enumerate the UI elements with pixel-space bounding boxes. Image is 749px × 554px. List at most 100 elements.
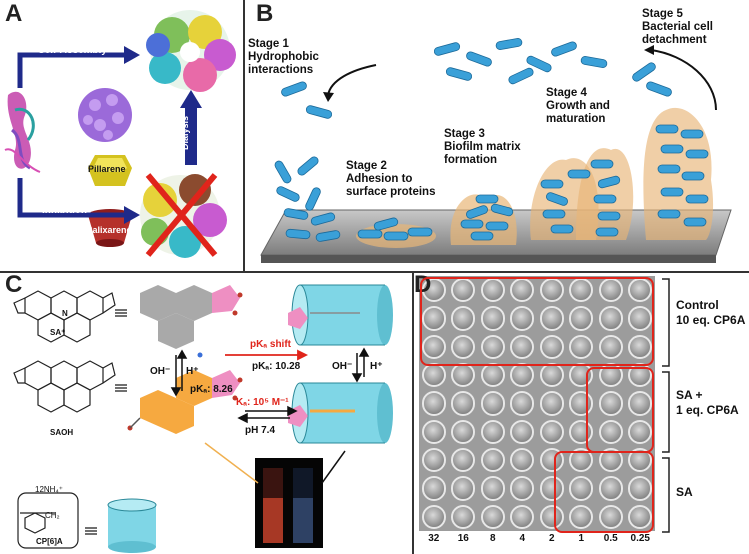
well xyxy=(451,391,476,416)
well xyxy=(598,419,623,444)
sa-plus-structure xyxy=(13,290,116,343)
h-plus-right-label: H⁺ xyxy=(370,361,383,372)
inhibition-arrow xyxy=(17,178,140,224)
well xyxy=(628,504,653,529)
equilibrium-arrows-left xyxy=(170,349,188,397)
well xyxy=(628,334,653,359)
well xyxy=(421,504,446,529)
well xyxy=(510,419,535,444)
well xyxy=(598,278,623,303)
concentration-label: 8 xyxy=(489,533,496,544)
saoh-structure xyxy=(13,360,116,413)
concentration-label: 2 xyxy=(548,533,555,544)
well xyxy=(598,391,623,416)
virus-capsid-sphere xyxy=(78,88,132,142)
well xyxy=(480,448,505,473)
well xyxy=(480,334,505,359)
well xyxy=(598,334,623,359)
well xyxy=(539,504,564,529)
concentration-label: 1 xyxy=(578,533,585,544)
stage-5-label: Stage 5 Bacterial cell detachment xyxy=(642,8,713,46)
well xyxy=(480,504,505,529)
well xyxy=(480,278,505,303)
h-plus-left-label: H⁺ xyxy=(186,366,199,377)
pka-shift-arrow xyxy=(225,349,309,361)
well xyxy=(539,306,564,331)
panel-a-graphic xyxy=(4,10,236,258)
well xyxy=(569,278,594,303)
equivalence-signs xyxy=(85,309,127,535)
well xyxy=(451,363,476,388)
well xyxy=(510,448,535,473)
biofilm-matrix-stage4 xyxy=(530,148,634,240)
cp6a-cylinder-small xyxy=(107,498,157,553)
well xyxy=(451,334,476,359)
well xyxy=(510,278,535,303)
panel-c-graphic xyxy=(13,284,393,553)
well xyxy=(451,504,476,529)
well xyxy=(421,419,446,444)
panel-a-label: A xyxy=(5,0,23,27)
well xyxy=(539,278,564,303)
row-label-sa: SA xyxy=(676,485,693,499)
pillarene-shape xyxy=(88,155,132,186)
stage-2-label: Stage 2 Adhesion to surface proteins xyxy=(346,160,436,198)
ka-label: Kₐ: 10⁵ M⁻¹ xyxy=(236,397,289,408)
well xyxy=(569,504,594,529)
bacteria-cells xyxy=(274,38,709,242)
well xyxy=(598,504,623,529)
nitrogen-label: N xyxy=(62,309,68,318)
well xyxy=(510,391,535,416)
saoh-label: SAOH xyxy=(50,428,74,437)
divider-vertical-bottom xyxy=(412,273,414,554)
fluorescence-cuvettes xyxy=(255,458,323,548)
row-label-control: Control 10 eq. CP6A xyxy=(676,298,746,327)
well xyxy=(628,476,653,501)
dialysis-label: Dialysis xyxy=(180,115,191,151)
concentration-label: 0.5 xyxy=(603,533,618,544)
well xyxy=(539,391,564,416)
divider-horizontal xyxy=(0,271,749,273)
well xyxy=(451,419,476,444)
stage-4-label: Stage 4 Growth and maturation xyxy=(546,87,610,125)
assembled-protein-complex xyxy=(146,10,236,92)
cp6a-label: CP[6]A xyxy=(36,537,63,546)
well xyxy=(421,363,446,388)
well xyxy=(480,391,505,416)
well xyxy=(628,306,653,331)
pka-right-label: pKₐ: 10.28 xyxy=(252,361,301,372)
divider-vertical-top xyxy=(243,0,245,272)
well xyxy=(628,391,653,416)
well xyxy=(421,306,446,331)
stage-1-label: Stage 1 Hydrophobic interactions xyxy=(248,38,319,76)
protein-monomer xyxy=(4,91,41,173)
concentration-label: 32 xyxy=(428,533,440,544)
row-label-sa-cp6a: SA + 1 eq. CP6A xyxy=(676,388,739,417)
self-assembly-arrow xyxy=(17,46,140,88)
well xyxy=(421,391,446,416)
well xyxy=(451,448,476,473)
calixarene-label: Calixarene xyxy=(86,225,132,235)
cp6a-cylinder-bottom xyxy=(288,382,393,444)
oh-minus-right-label: OH⁻ xyxy=(332,361,353,372)
well xyxy=(539,419,564,444)
well xyxy=(451,476,476,501)
well xyxy=(598,476,623,501)
pka-left-label: pKₐ: 8.26 xyxy=(190,384,233,395)
concentration-label: 4 xyxy=(519,533,526,544)
well xyxy=(510,504,535,529)
sa-plus-label: SA⁺ xyxy=(50,328,66,337)
well-plate xyxy=(419,276,655,531)
panel-b-graphic xyxy=(260,38,732,263)
pka-shift-label: pKₐ shift xyxy=(250,339,291,350)
panel-b: B Stage 1 Hydrophobic interactions Stage… xyxy=(246,0,749,270)
saoh-chain xyxy=(127,370,243,434)
red-cross-icon xyxy=(145,173,218,257)
well xyxy=(569,334,594,359)
stage-3-label: Stage 3 Biofilm matrix formation xyxy=(444,128,521,166)
well xyxy=(480,306,505,331)
well xyxy=(598,306,623,331)
inhibition-label: Inhibition xyxy=(42,205,87,216)
equilibrium-arrows-right xyxy=(351,347,370,383)
row-brackets xyxy=(662,278,670,533)
